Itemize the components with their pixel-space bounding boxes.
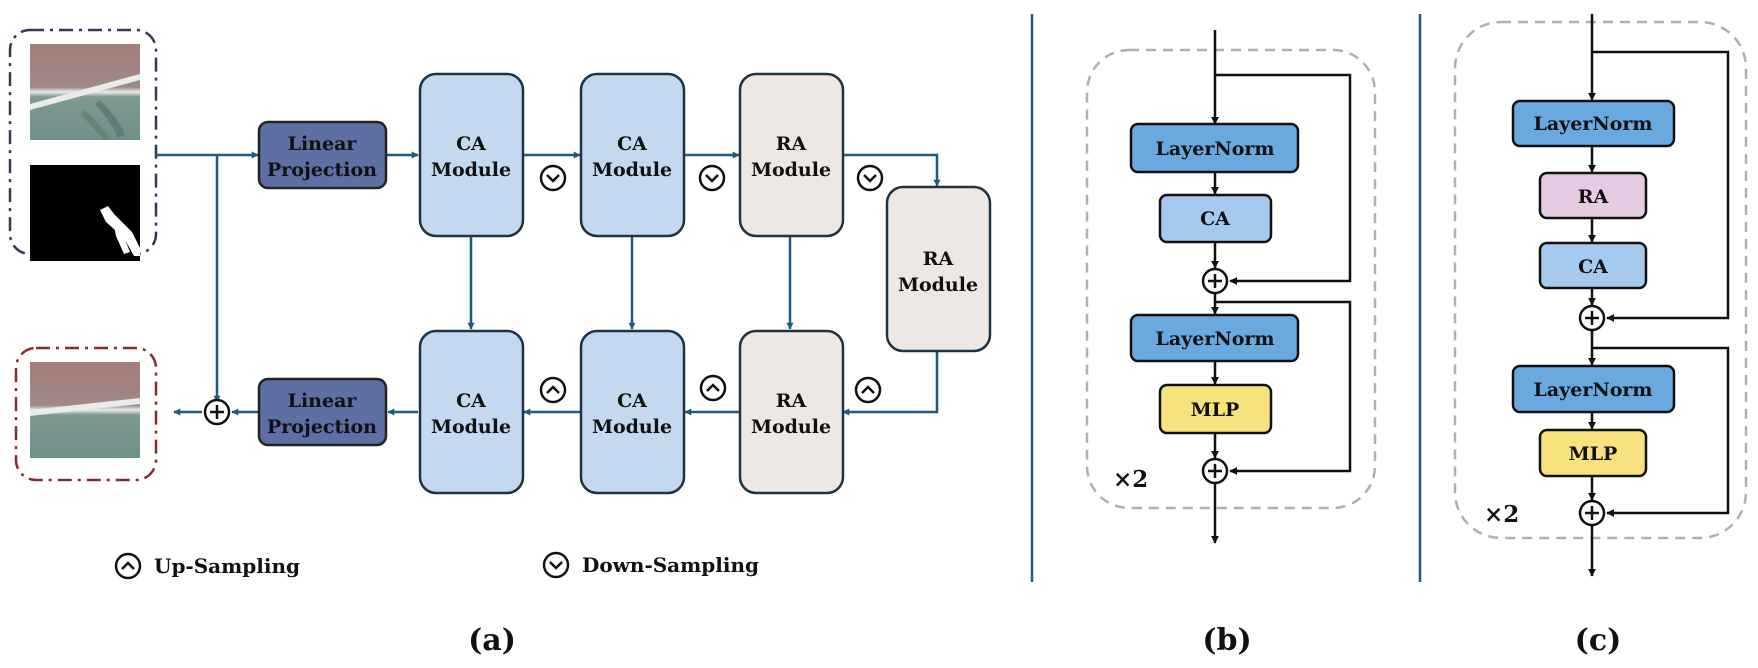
ca-module-bottom-2-line2: Module	[592, 416, 672, 438]
linear-projection-bottom-line2: Projection	[267, 416, 377, 438]
linear-projection-top-line2: Projection	[267, 159, 377, 181]
legend-down-sampling-label: Down-Sampling	[582, 553, 759, 577]
ra-module-top-line2: Module	[751, 159, 831, 181]
ra-module-top-line1: RA	[776, 133, 807, 155]
linear-projection-bottom-line1: Linear	[288, 390, 358, 412]
panel-c-repeat-border	[1453, 20, 1748, 540]
ca-module-top-1-line1: CA	[456, 133, 486, 155]
mlp-block: MLP	[1158, 383, 1273, 435]
layernorm-block: LayerNorm	[1129, 313, 1300, 363]
ca-module-top-2-line1: CA	[617, 133, 647, 155]
ra-module-bottom-line2: Module	[751, 416, 831, 438]
layernorm-label: LayerNorm	[1534, 379, 1653, 401]
add-operator	[1201, 267, 1229, 295]
repeat-label: ×2	[1484, 501, 1519, 528]
input-image	[30, 44, 140, 140]
ca-module-top-1: CA Module	[418, 72, 525, 238]
panel-b-repeat-border	[1085, 48, 1377, 510]
layernorm-block: LayerNorm	[1511, 364, 1676, 414]
up-sampling-icon	[699, 374, 727, 402]
up-sampling-icon	[854, 376, 882, 404]
linear-projection-top-line1: Linear	[288, 133, 358, 155]
ca-module-bottom-2: CA Module	[579, 329, 686, 495]
mlp-label: MLP	[1569, 443, 1618, 465]
ra-module-mid-line2: Module	[898, 274, 978, 296]
up-sampling-icon	[114, 552, 142, 580]
ca-module-bottom-1-line1: CA	[456, 390, 486, 412]
legend-up-sampling: Up-Sampling	[114, 552, 300, 580]
ca-module-top-2-line2: Module	[592, 159, 672, 181]
layernorm-label: LayerNorm	[1156, 138, 1275, 160]
add-operator	[1578, 304, 1606, 332]
add-operator	[203, 398, 231, 426]
output-group-border	[14, 346, 158, 482]
layernorm-label: LayerNorm	[1534, 113, 1653, 135]
mlp-label: MLP	[1191, 399, 1240, 421]
ca-module-bottom-1: CA Module	[418, 329, 525, 495]
down-sampling-icon	[698, 164, 726, 192]
input-group-border	[8, 28, 158, 256]
panel-a-arrows	[156, 151, 941, 416]
down-sampling-icon	[542, 551, 570, 579]
layernorm-block: LayerNorm	[1511, 99, 1676, 148]
panel-a: Linear Projection Linear Projection CA M…	[8, 28, 992, 658]
output-image	[30, 362, 140, 458]
panel-b-arrows	[1211, 30, 1352, 544]
ra-module-top: RA Module	[738, 72, 845, 238]
mask-image	[30, 165, 140, 261]
ra-module-mid: RA Module	[885, 185, 992, 353]
layernorm-label: LayerNorm	[1156, 328, 1275, 350]
ra-module-bottom: RA Module	[738, 329, 845, 495]
up-sampling-icon	[539, 376, 567, 404]
panel-b: LayerNorm CA LayerNorm MLP ×2 (b)	[1085, 30, 1377, 658]
caption-a: (a)	[468, 623, 516, 658]
ca-module-bottom-1-line2: Module	[431, 416, 511, 438]
ra-module-bottom-line1: RA	[776, 390, 807, 412]
ra-block: RA	[1538, 171, 1648, 220]
ca-module-bottom-2-line1: CA	[617, 390, 647, 412]
layernorm-block: LayerNorm	[1129, 122, 1300, 174]
ca-label: CA	[1200, 208, 1230, 230]
repeat-label: ×2	[1113, 466, 1148, 493]
ca-module-top-1-line2: Module	[431, 159, 511, 181]
panel-c: LayerNorm RA CA LayerNorm MLP ×2	[1453, 14, 1748, 658]
add-operator	[1201, 457, 1229, 485]
legend-up-sampling-label: Up-Sampling	[154, 554, 300, 578]
ra-label: RA	[1578, 186, 1609, 208]
ca-block: CA	[1158, 193, 1273, 244]
ca-module-top-2: CA Module	[579, 72, 686, 238]
down-sampling-icon	[539, 164, 567, 192]
linear-projection-bottom: Linear Projection	[257, 377, 388, 447]
caption-b: (b)	[1202, 623, 1251, 658]
down-sampling-icon	[856, 164, 884, 192]
panel-c-arrows	[1588, 14, 1730, 577]
mlp-block: MLP	[1538, 428, 1648, 478]
linear-projection-top: Linear Projection	[257, 120, 388, 190]
caption-c: (c)	[1575, 623, 1622, 658]
add-operator	[1578, 499, 1606, 527]
legend-down-sampling: Down-Sampling	[542, 551, 759, 579]
ca-block: CA	[1538, 241, 1648, 290]
ca-label: CA	[1578, 256, 1608, 278]
ra-module-mid-line1: RA	[923, 248, 954, 270]
